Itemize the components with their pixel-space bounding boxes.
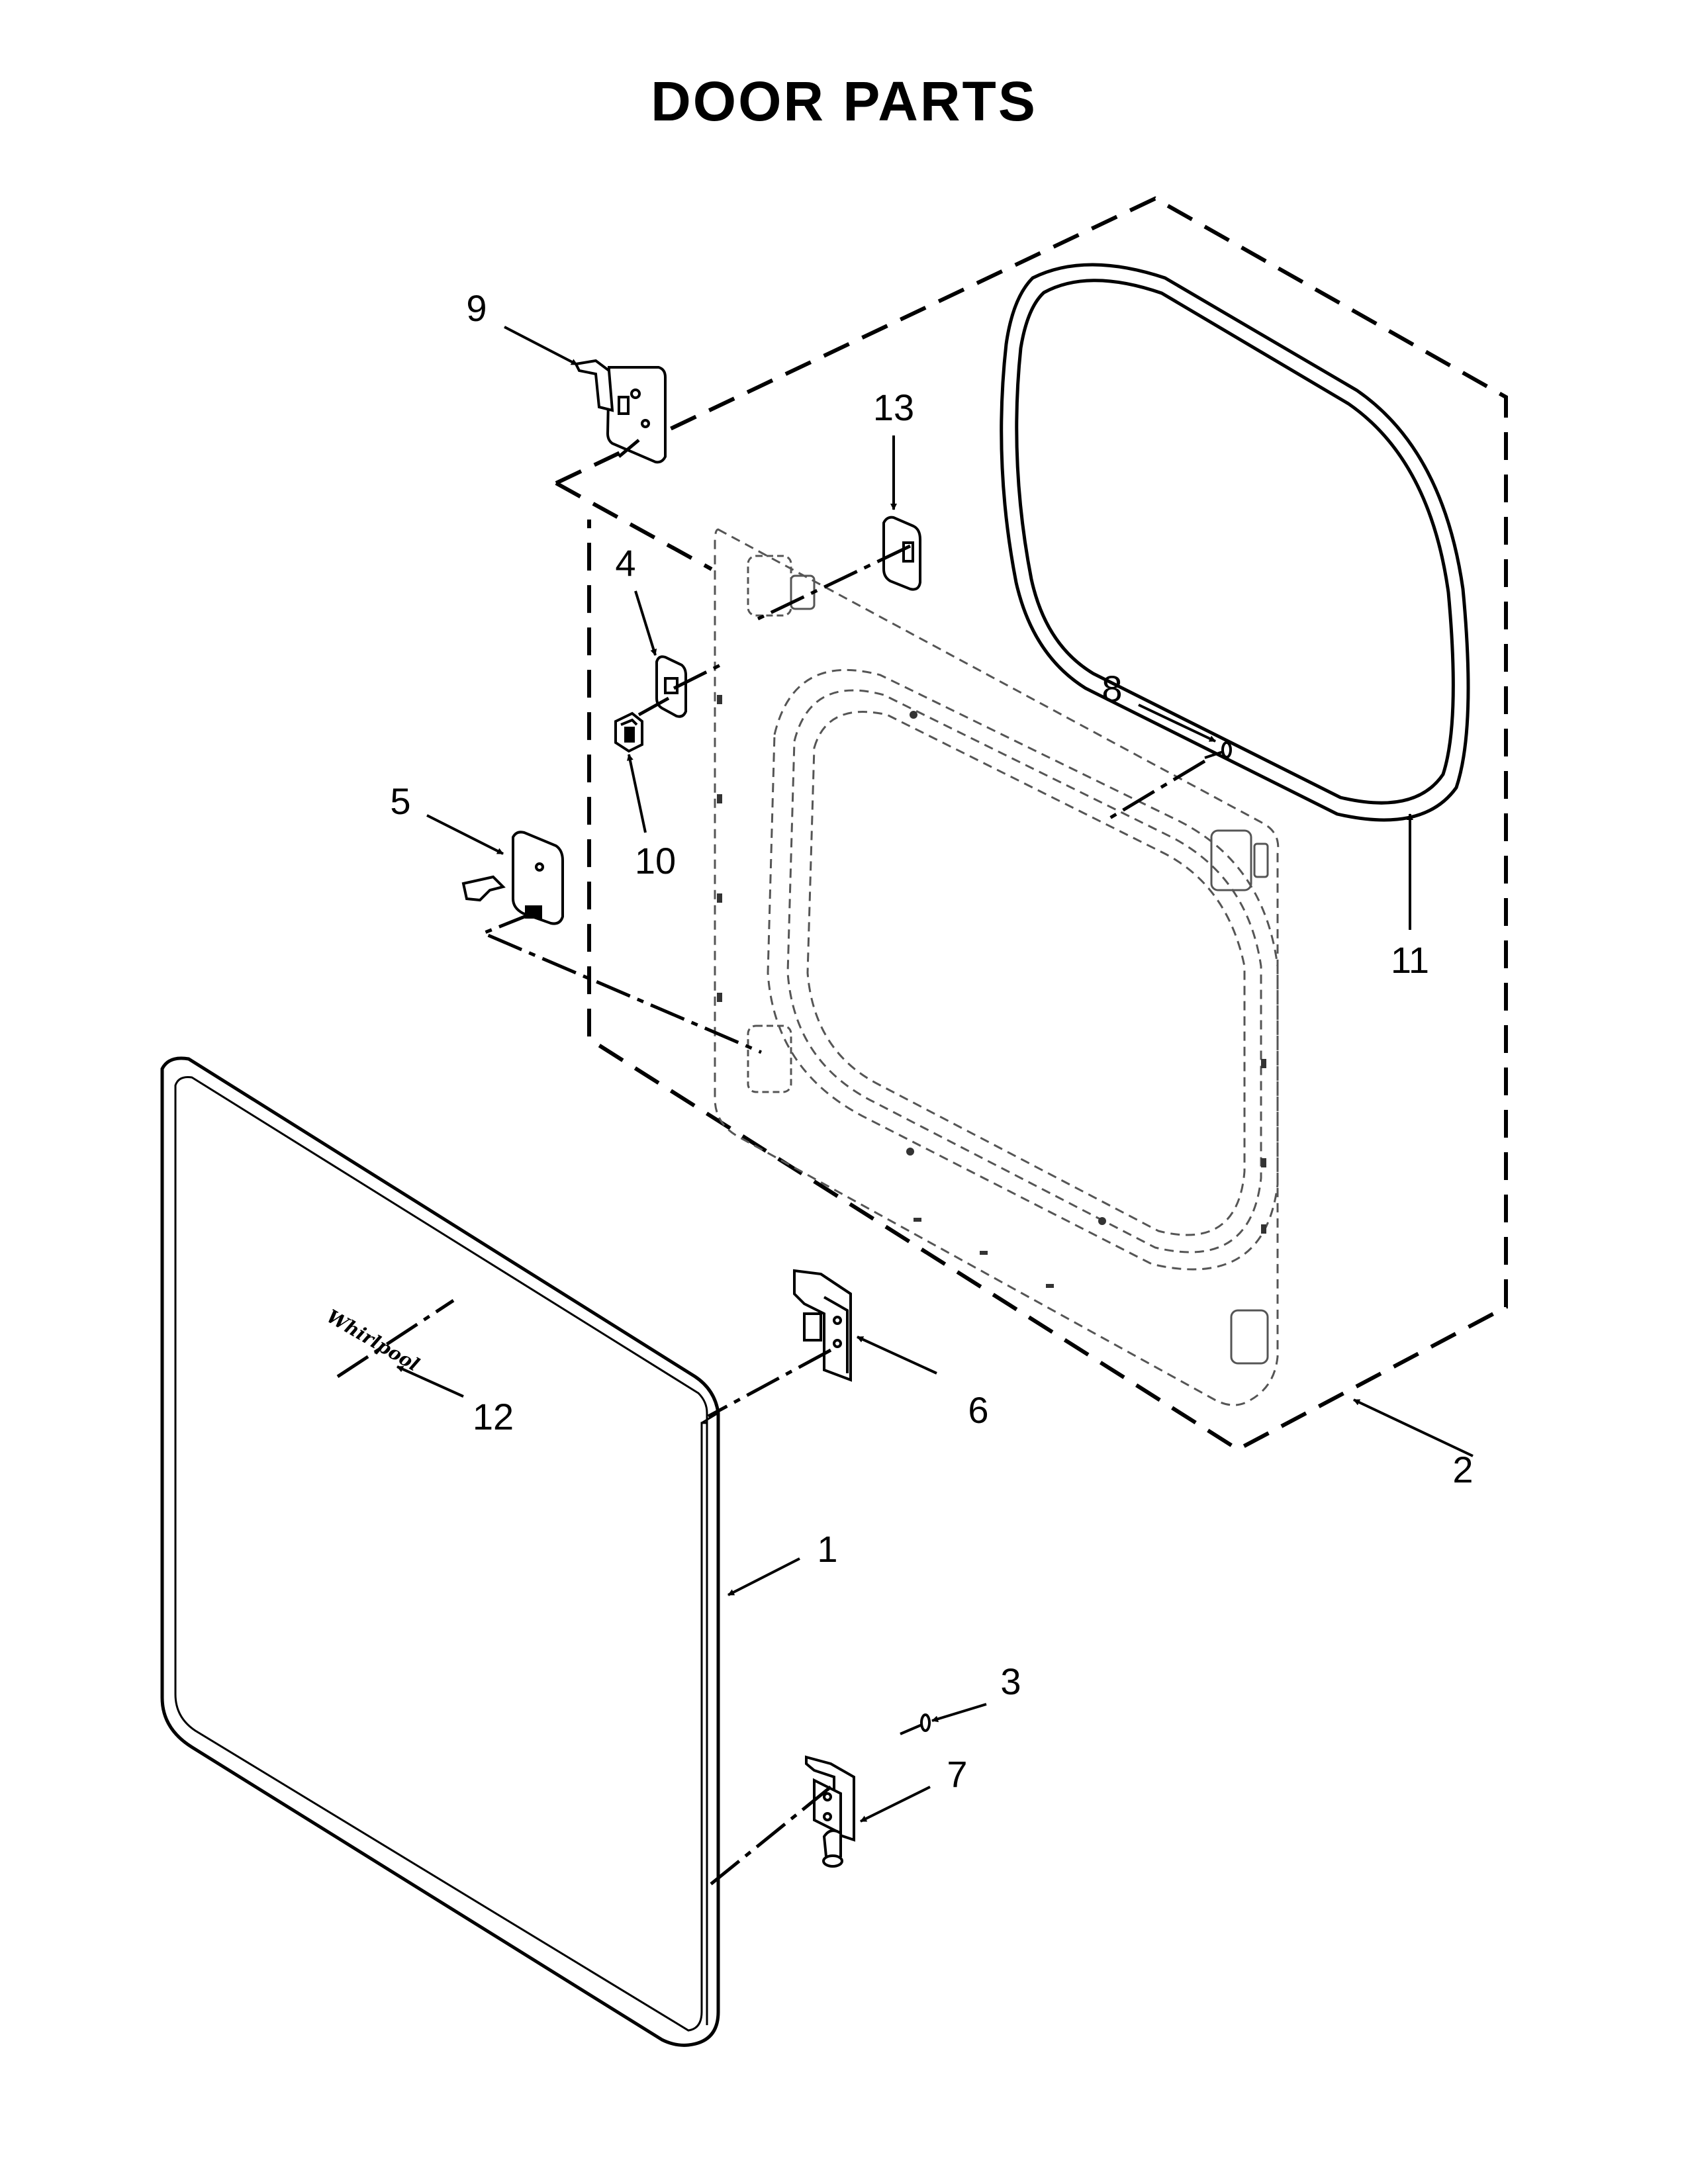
callout-13: 13: [873, 387, 914, 428]
callout-12: 12: [473, 1396, 514, 1437]
callout-9: 9: [466, 287, 487, 329]
part-9-hinge-cover: [574, 359, 667, 464]
callout-5: 5: [390, 780, 410, 822]
part-5-hinge-cover: [461, 831, 564, 925]
page-title: DOOR PARTS: [651, 70, 1037, 132]
part-10-catch: [614, 711, 643, 753]
leader-arrows: [397, 326, 1474, 1823]
callout-1: 1: [817, 1528, 837, 1570]
inner-panel-hinge-pockets: [747, 555, 1269, 1365]
outer-door: [160, 1056, 720, 2047]
callout-11: 11: [1391, 939, 1429, 981]
part-13-strike: [882, 516, 921, 591]
door-gasket: [1000, 263, 1470, 822]
inner-panel-screw-holes: [717, 695, 1266, 1288]
inner-door-panel: [714, 528, 1280, 1406]
callout-4: 4: [615, 542, 635, 584]
part-7-lower-hinge: [805, 1755, 855, 1868]
part-6-upper-hinge: [793, 1269, 852, 1382]
callout-10: 10: [635, 840, 676, 882]
part-3-screw: [900, 1713, 931, 1735]
callout-3: 3: [1000, 1661, 1021, 1702]
callout-7: 7: [947, 1753, 967, 1795]
assembly-lines: [336, 439, 1206, 1888]
callout-8: 8: [1102, 668, 1122, 709]
callout-6: 6: [968, 1389, 988, 1431]
part-8-screw: [1204, 741, 1232, 759]
callout-2: 2: [1452, 1449, 1473, 1490]
part-4-latch: [655, 655, 687, 718]
inner-door-panel-boundary: [555, 196, 1508, 1452]
